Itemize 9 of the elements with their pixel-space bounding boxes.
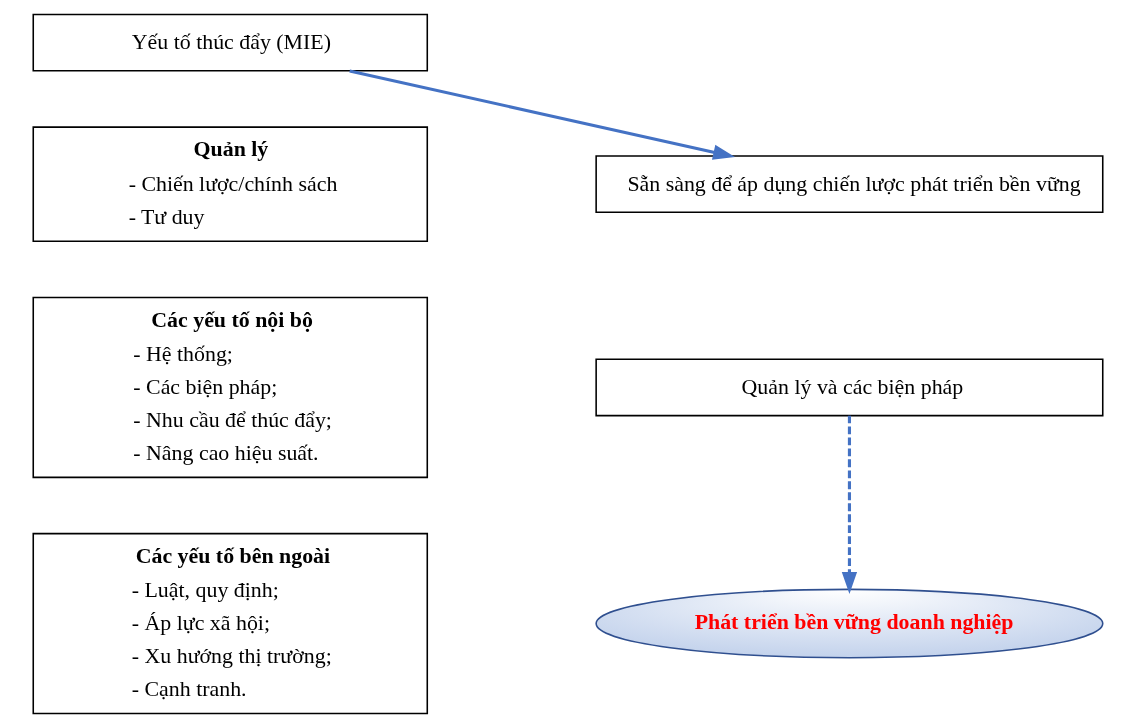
node-ellipse: Phát triển bền vững doanh nghiệp bbox=[595, 588, 1104, 659]
arrow bbox=[841, 415, 858, 594]
node-box: Yếu tố thúc đẩy (MIE) bbox=[32, 13, 429, 72]
node-box: Sẵn sàng để áp dụng chiến lược phát triển bền vững bbox=[595, 155, 1104, 214]
node-box: Quản lý - Chiến lược/chính sách - Tư duy bbox=[32, 126, 429, 243]
node-box: Quản lý và các biện pháp bbox=[595, 358, 1104, 417]
arrow bbox=[349, 69, 736, 160]
node-box: Các yếu tố bên ngoài - Luật, quy định; - Áp lực xã hội; - Xu hướng thị trường; - Cạnh tranh. bbox=[32, 532, 429, 715]
node-box: Các yếu tố nội bộ - Hệ thống; - Các biện pháp; - Nhu cầu để thúc đẩy; - Nâng cao hiệu suất. bbox=[32, 296, 429, 479]
